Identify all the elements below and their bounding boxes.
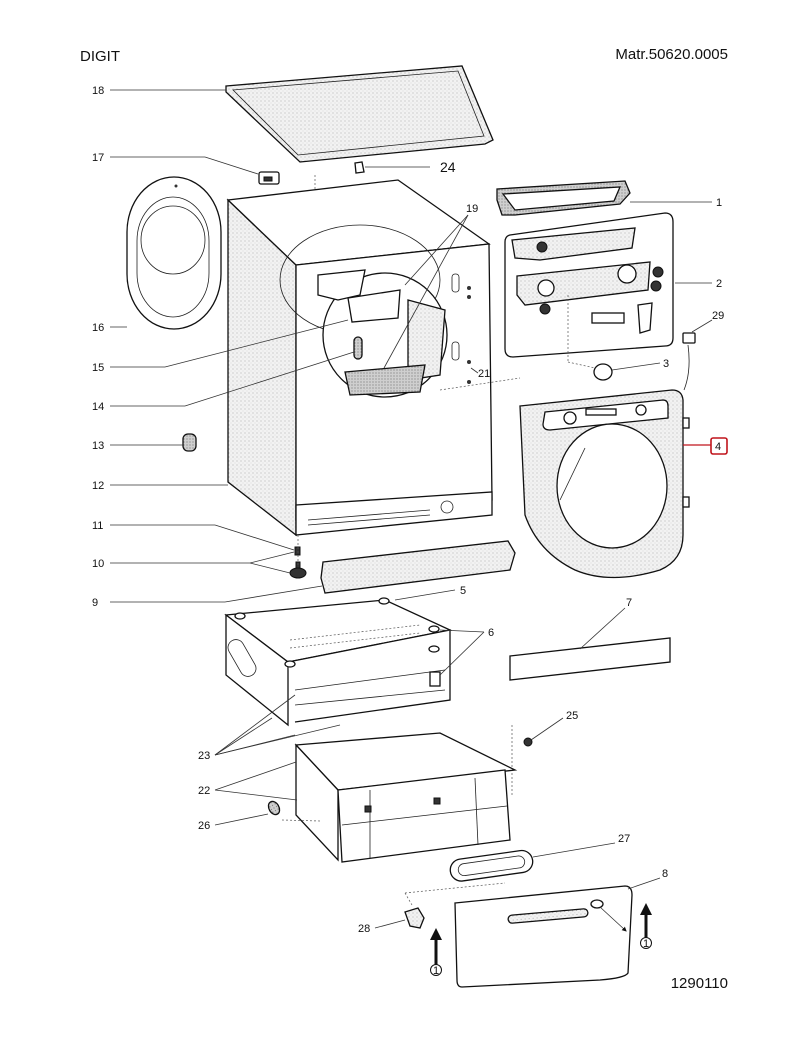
part-4-front-panel[interactable] xyxy=(519,389,690,579)
step-arrow-left: 1 xyxy=(430,928,442,977)
part-28-drawer-catch[interactable] xyxy=(404,907,425,929)
callout-14: 14 xyxy=(92,401,104,413)
part-22-drawer-body[interactable] xyxy=(294,732,518,863)
step-arrow-right: 1 xyxy=(640,903,652,950)
callout-16: 16 xyxy=(92,322,104,334)
part-3-knob[interactable] xyxy=(593,363,613,381)
step-marker: 1 xyxy=(433,965,439,977)
step-marker: 1 xyxy=(643,938,649,950)
part-13-door-handle[interactable] xyxy=(182,433,197,452)
callout-9: 9 xyxy=(92,597,98,609)
callout-8: 8 xyxy=(662,868,668,880)
callout-23: 23 xyxy=(198,750,210,762)
callout-6: 6 xyxy=(488,627,494,639)
callout-2: 2 xyxy=(716,278,722,290)
callout-29: 29 xyxy=(712,310,724,322)
callout-5: 5 xyxy=(460,585,466,597)
callout-19: 19 xyxy=(466,203,478,215)
part-9-plinth[interactable] xyxy=(320,540,516,594)
part-8-drawer-front[interactable] xyxy=(454,885,633,988)
part-14-lock-slot xyxy=(353,336,363,360)
part-6-feet-pads[interactable] xyxy=(234,597,441,687)
callout-26: 26 xyxy=(198,820,210,832)
callout-27: 27 xyxy=(618,833,630,845)
part-15-door-catch xyxy=(347,289,401,323)
callout-15: 15 xyxy=(92,362,104,374)
callout-24: 24 xyxy=(440,159,456,175)
model-title: DIGIT xyxy=(80,48,120,65)
part-25-nut[interactable] xyxy=(523,737,533,747)
part-2-control-electronics-kit[interactable] xyxy=(504,212,674,358)
part-1-control-panel-cover[interactable] xyxy=(496,180,631,216)
drawing-number: 1290110 xyxy=(670,975,728,992)
part-16-door[interactable] xyxy=(126,176,222,330)
callout-3: 3 xyxy=(663,358,669,370)
callout-28: 28 xyxy=(358,923,370,935)
callout-13: 13 xyxy=(92,440,104,452)
part-7-strip[interactable] xyxy=(509,637,671,681)
callout-21: 21 xyxy=(478,368,490,380)
callout-7: 7 xyxy=(626,597,632,609)
callout-10: 10 xyxy=(92,558,104,570)
part-11-foot-spring[interactable] xyxy=(294,546,301,556)
part-12-cabinet[interactable] xyxy=(226,179,493,537)
part-5-plinth-frame[interactable] xyxy=(224,599,453,727)
callout-12: 12 xyxy=(92,480,104,492)
callout-11: 11 xyxy=(92,520,103,532)
part-29-connector[interactable] xyxy=(682,332,696,391)
material-code: Matr.50620.0005 xyxy=(615,46,728,63)
callout-25: 25 xyxy=(566,710,578,722)
callout-18: 18 xyxy=(92,85,104,97)
callout-22: 22 xyxy=(198,785,210,797)
part-18-worktop[interactable] xyxy=(225,65,494,163)
part-26-drawer-stop[interactable] xyxy=(266,799,282,816)
callout-1: 1 xyxy=(716,197,722,209)
part-24-top-bracket[interactable] xyxy=(354,161,365,174)
highlight-box-4 xyxy=(710,437,728,455)
part-27-drawer-handle-bar[interactable] xyxy=(449,849,534,882)
callout-4[interactable]: 4 xyxy=(715,441,721,453)
callout-17: 17 xyxy=(92,152,104,164)
part-17-hinge-clip[interactable] xyxy=(258,171,280,185)
